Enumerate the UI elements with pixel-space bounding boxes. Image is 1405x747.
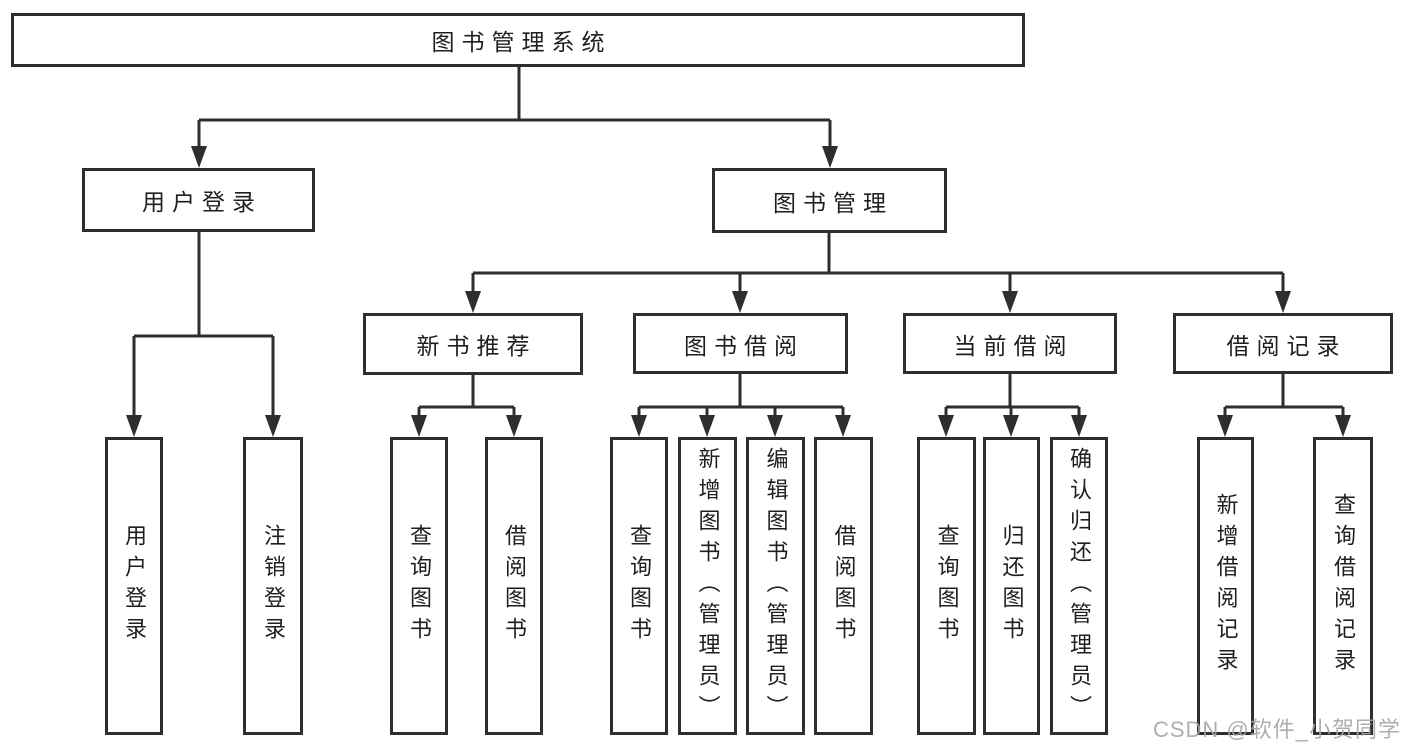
leaf-logout-label: 注销登录 — [261, 524, 286, 648]
leaf-cb-confirm-return-label: 确认归还（管理员） — [1067, 446, 1092, 726]
leaf-bb-add-book-label: 新增图书（管理员） — [695, 446, 721, 726]
leaf-rec-query-book: 查询图书 — [390, 437, 448, 735]
node-book-borrow: 图书借阅 — [633, 313, 848, 374]
leaf-bb-borrow-book-label: 借阅图书 — [831, 524, 857, 648]
node-current-borrow-label: 当前借阅 — [953, 332, 1074, 359]
node-user-login: 用户登录 — [82, 168, 315, 232]
node-borrow-record: 借阅记录 — [1173, 313, 1393, 374]
node-book-mgmt: 图书管理 — [712, 168, 947, 233]
leaf-bb-query-book: 查询图书 — [610, 437, 668, 735]
leaf-cb-return-book: 归还图书 — [983, 437, 1040, 735]
leaf-bb-edit-book-label: 编辑图书（管理员） — [763, 446, 789, 726]
node-new-book-rec: 新书推荐 — [363, 313, 583, 375]
node-root-label: 图书管理系统 — [431, 29, 612, 55]
leaf-cb-query-book: 查询图书 — [917, 437, 976, 735]
node-current-borrow: 当前借阅 — [903, 313, 1117, 374]
node-book-mgmt-label: 图书管理 — [773, 189, 893, 216]
leaf-cb-confirm-return: 确认归还（管理员） — [1050, 437, 1108, 735]
leaf-br-query-record: 查询借阅记录 — [1313, 437, 1373, 735]
leaf-bb-edit-book: 编辑图书（管理员） — [746, 437, 805, 735]
branch-borrow-record — [1217, 374, 1351, 437]
leaf-bb-query-book-label: 查询图书 — [627, 524, 652, 648]
leaf-rec-borrow-book: 借阅图书 — [485, 437, 543, 735]
leaf-br-query-record-label: 查询借阅记录 — [1331, 493, 1356, 679]
branch-book-mgmt — [465, 233, 1291, 313]
branch-book-borrow — [631, 374, 851, 437]
branch-user-login — [126, 232, 281, 437]
csdn-watermark: CSDN @软件_小贺同学 — [1152, 717, 1401, 742]
leaf-user-login: 用户登录 — [105, 437, 163, 735]
node-borrow-record-label: 借阅记录 — [1226, 332, 1347, 359]
branch-current-borrow — [938, 374, 1087, 437]
leaf-bb-borrow-book: 借阅图书 — [814, 437, 873, 735]
node-book-borrow-label: 图书借阅 — [684, 332, 804, 359]
leaf-br-add-record: 新增借阅记录 — [1197, 437, 1254, 735]
leaf-rec-query-book-label: 查询图书 — [407, 524, 432, 648]
node-root: 图书管理系统 — [11, 13, 1025, 67]
leaf-bb-add-book: 新增图书（管理员） — [678, 437, 737, 735]
leaf-br-add-record-label: 新增借阅记录 — [1213, 493, 1239, 679]
branch-root — [191, 67, 838, 168]
leaf-cb-return-book-label: 归还图书 — [999, 524, 1025, 648]
leaf-cb-query-book-label: 查询图书 — [934, 524, 960, 648]
leaf-user-login-label: 用户登录 — [122, 524, 147, 648]
node-new-book-rec-label: 新书推荐 — [416, 333, 537, 359]
leaf-logout: 注销登录 — [243, 437, 303, 735]
leaf-rec-borrow-book-label: 借阅图书 — [502, 524, 527, 648]
node-user-login-label: 用户登录 — [142, 189, 262, 215]
branch-new-book-rec — [411, 375, 522, 437]
